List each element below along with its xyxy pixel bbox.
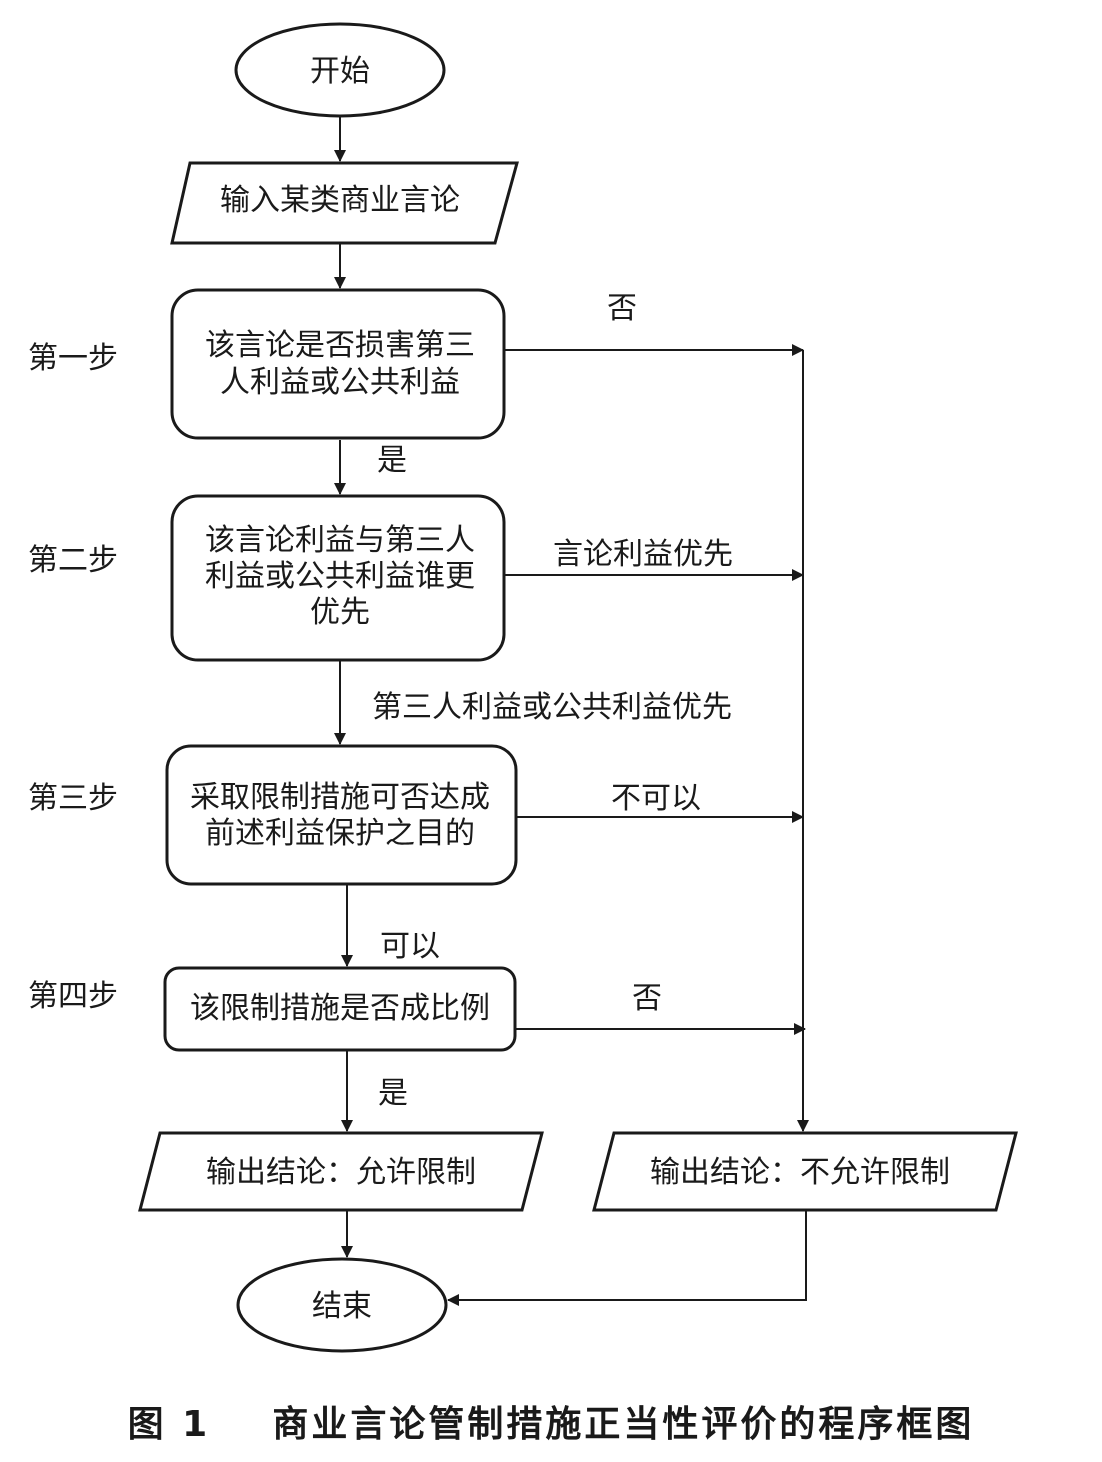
decision-step-4: 该限制措施是否成比例 — [163, 966, 517, 1052]
end-node: 结束 — [236, 1257, 448, 1353]
start-node: 开始 — [234, 22, 446, 118]
svg-text:输入某类商业言论: 输入某类商业言论 — [220, 183, 460, 218]
svg-text:前述利益保护之目的: 前述利益保护之目的 — [205, 816, 475, 851]
svg-text:输出结论：允许限制: 输出结论：允许限制 — [206, 1155, 476, 1190]
svg-text:该言论利益与第三人: 该言论利益与第三人 — [205, 523, 475, 558]
label-step2-public: 第三人利益或公共利益优先 — [372, 690, 732, 725]
step-label-2: 第二步 — [28, 543, 118, 578]
output-allow-node: 输出结论：允许限制 — [138, 1131, 544, 1212]
decision-step-2: 该言论利益与第三人 利益或公共利益谁更 优先 — [170, 494, 506, 662]
svg-text:该限制措施是否成比例: 该限制措施是否成比例 — [190, 991, 490, 1026]
decision-step-3: 采取限制措施可否达成 前述利益保护之目的 — [165, 744, 518, 886]
label-step4-no: 否 — [632, 981, 662, 1016]
figure-caption: 图 1 商业言论管制措施正当性评价的程序框图 — [0, 1395, 1102, 1447]
decision-step-1: 该言论是否损害第三 人利益或公共利益 — [170, 288, 506, 440]
label-step3-yes: 可以 — [380, 929, 440, 964]
svg-text:输出结论：不允许限制: 输出结论：不允许限制 — [650, 1155, 950, 1190]
figure-title: 商业言论管制措施正当性评价的程序框图 — [272, 1404, 975, 1445]
label-step1-no: 否 — [607, 291, 637, 326]
label-step2-speech: 言论利益优先 — [553, 537, 733, 572]
svg-text:采取限制措施可否达成: 采取限制措施可否达成 — [190, 780, 490, 815]
step-label-1: 第一步 — [28, 341, 118, 376]
figure-number: 图 1 — [127, 1404, 211, 1445]
label-step1-yes: 是 — [377, 443, 407, 478]
label-step3-no: 不可以 — [611, 781, 701, 816]
output-deny-node: 输出结论：不允许限制 — [592, 1131, 1018, 1212]
flowchart: 开始 输入某类商业言论 该言论是否损害第三 人利益或公共利益 该言论利益与第三人… — [28, 22, 1018, 1353]
step-label-3: 第三步 — [28, 781, 118, 816]
step-label-4: 第四步 — [28, 979, 118, 1014]
svg-text:利益或公共利益谁更: 利益或公共利益谁更 — [205, 559, 475, 594]
svg-text:结束: 结束 — [312, 1289, 372, 1324]
svg-text:人利益或公共利益: 人利益或公共利益 — [220, 365, 460, 400]
input-node: 输入某类商业言论 — [170, 161, 519, 245]
svg-text:优先: 优先 — [310, 595, 370, 630]
label-step4-yes: 是 — [378, 1076, 408, 1111]
arrow-deny-to-end — [447, 1211, 807, 1306]
svg-text:该言论是否损害第三: 该言论是否损害第三 — [205, 328, 475, 363]
svg-text:开始: 开始 — [310, 54, 370, 89]
